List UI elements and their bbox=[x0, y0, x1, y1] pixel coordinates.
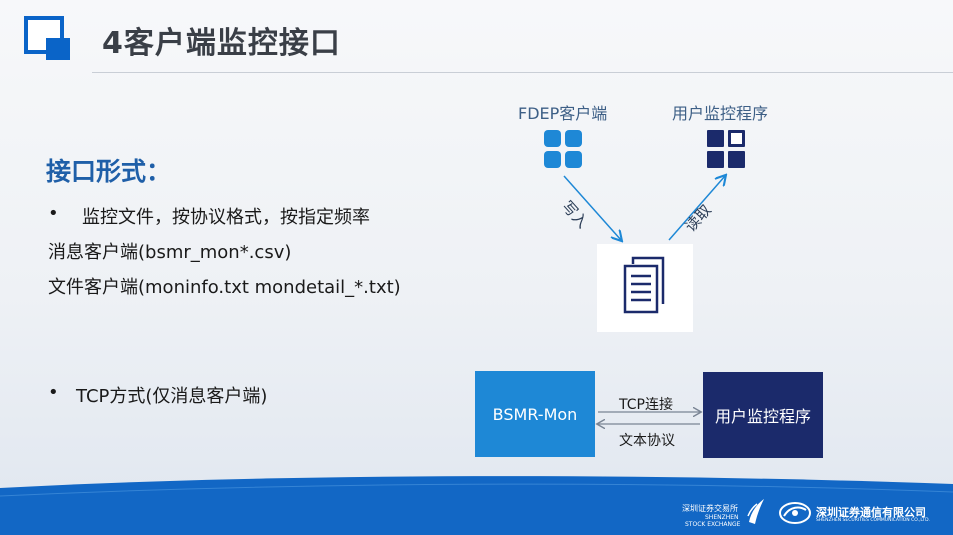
write-arrow bbox=[563, 175, 621, 240]
user-monitor-label: 用户监控程序 bbox=[672, 104, 769, 123]
text-protocol-label: 文本协议 bbox=[619, 433, 675, 449]
szsc-logo-icon bbox=[779, 502, 811, 524]
read-arrow bbox=[668, 176, 725, 241]
szse-name-en-1: SHENZHEN bbox=[705, 514, 739, 521]
user-monitor-box: 用户监控程序 bbox=[703, 372, 823, 458]
szse-name-en-2: STOCK EXCHANGE bbox=[685, 521, 741, 528]
bullet-2-text: TCP方式(仅消息客户端) bbox=[76, 386, 268, 407]
section-heading: 接口形式： bbox=[46, 157, 172, 186]
bullet-1-mark: • bbox=[48, 203, 59, 224]
fdep-client-icon bbox=[544, 130, 582, 168]
user-monitor-icon bbox=[707, 130, 745, 168]
document-icon bbox=[623, 256, 665, 314]
bullet-2-mark: • bbox=[48, 382, 59, 403]
line-file-client: 文件客户端(moninfo.txt mondetail_*.txt) bbox=[48, 277, 401, 298]
bullet-1-text: 监控文件，按协议格式，按指定频率 bbox=[82, 207, 370, 228]
line-message-client: 消息客户端(bsmr_mon*.csv) bbox=[48, 242, 292, 263]
szsc-name-cn: 深圳证券通信有限公司 bbox=[816, 506, 926, 519]
tcp-connect-label: TCP连接 bbox=[619, 397, 673, 413]
slide-title: 4客户端监控接口 bbox=[102, 26, 341, 61]
bsmr-mon-box: BSMR-Mon bbox=[475, 371, 595, 457]
szsc-name-en: SHENZHEN SECURITIES COMMUNICATION CO.,LT… bbox=[816, 518, 930, 523]
title-divider bbox=[92, 72, 953, 73]
fdep-client-label: FDEP客户端 bbox=[518, 104, 608, 123]
footer-band bbox=[0, 476, 953, 535]
szse-logo-icon bbox=[747, 499, 764, 524]
szse-name-cn: 深圳证券交易所 bbox=[682, 504, 738, 513]
corner-logo-icon bbox=[24, 16, 72, 62]
